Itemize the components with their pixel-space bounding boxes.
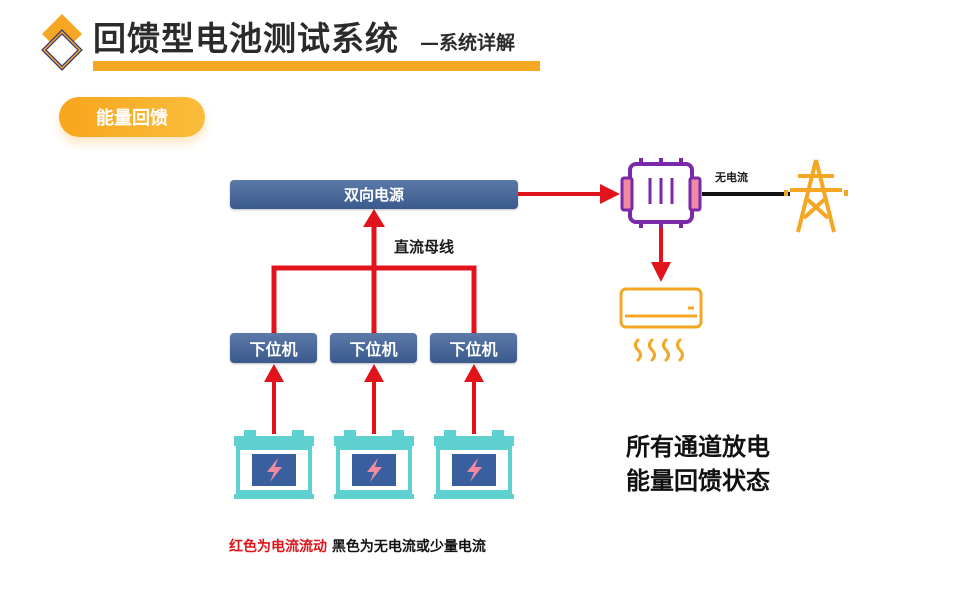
- legend-black-text: 黑色为无电流或少量电流: [327, 539, 486, 555]
- bidirectional-power-supply-label: 双向电源: [343, 186, 404, 204]
- dc-bus-wires: [271, 224, 477, 333]
- bus-to-supply-arrowhead: [363, 209, 385, 227]
- supply-to-motor-arrow: [518, 184, 620, 204]
- status-line-1: 所有通道放电: [626, 432, 770, 461]
- lower-machine-box: 下位机: [430, 333, 517, 363]
- power-tower-icon: [784, 159, 848, 233]
- heat-waves-icon: [634, 338, 684, 362]
- battery-arrows: [264, 364, 484, 434]
- logo-icon: [41, 14, 83, 71]
- section-pill: 能量回馈: [59, 97, 205, 137]
- legend-red-text: 红色为电流流动: [229, 539, 327, 555]
- lower-machine-box: 下位机: [330, 333, 417, 363]
- title-underline: [93, 61, 540, 71]
- battery-icon: [434, 430, 514, 499]
- battery-icon: [334, 430, 414, 499]
- dc-bus-label: 直流母线: [394, 238, 455, 256]
- motor-icon: [620, 158, 702, 228]
- bidirectional-power-supply-box: 双向电源: [230, 180, 518, 209]
- color-legend: 红色为电流流动 黑色为无电流或少量电流: [229, 536, 486, 556]
- page-title: 回馈型电池测试系统: [93, 19, 399, 58]
- status-text: 所有通道放电 能量回馈状态: [626, 430, 770, 498]
- status-line-2: 能量回馈状态: [626, 466, 770, 495]
- page-subtitle: —系统详解: [420, 32, 516, 54]
- lower-machine-box: 下位机: [230, 333, 317, 363]
- battery-icon: [234, 430, 314, 499]
- section-pill-label: 能量回馈: [96, 108, 168, 129]
- lower-machine-label: 下位机: [349, 340, 398, 359]
- lower-machine-label: 下位机: [449, 340, 498, 359]
- grid-link-label: 无电流: [715, 171, 748, 184]
- motor-to-ac-arrow: [651, 228, 671, 282]
- air-conditioner-icon: [619, 287, 703, 329]
- lower-machine-label: 下位机: [249, 340, 298, 359]
